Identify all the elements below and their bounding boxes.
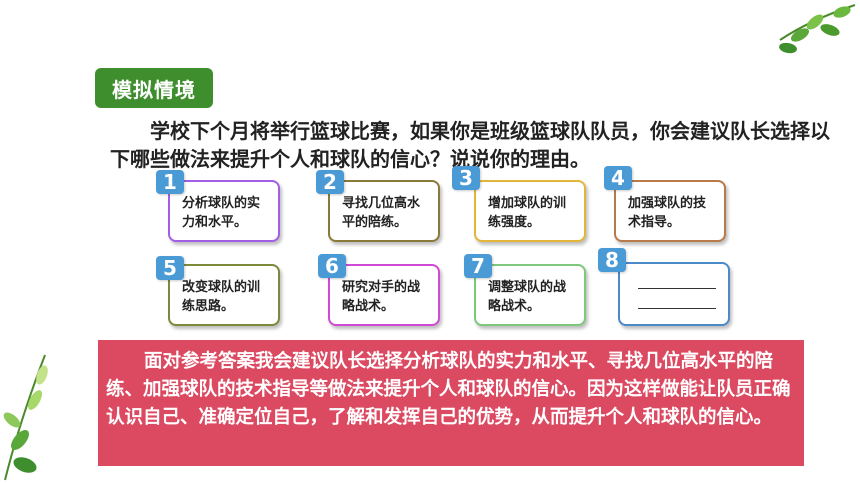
option-label: 调整球队的战略战术。 xyxy=(488,280,567,314)
option-card-2[interactable]: 寻找几位高水平的陪练。 xyxy=(328,180,440,242)
option-number-badge: 5 xyxy=(156,256,184,280)
option-label: 寻找几位高水平的陪练。 xyxy=(342,196,421,230)
section-title: 模拟情境 xyxy=(95,68,213,108)
leaf-decoration-icon xyxy=(779,4,856,54)
option-number-badge: 7 xyxy=(464,254,492,278)
option-card-3[interactable]: 增加球队的训练强度。 xyxy=(474,180,586,242)
option-card-6[interactable]: 研究对手的战略战术。 xyxy=(328,264,440,326)
option-number-badge: 3 xyxy=(452,166,480,190)
option-label: 研究对手的战略战术。 xyxy=(342,280,421,314)
option-label: 加强球队的技术指导。 xyxy=(628,196,707,230)
answer-text: 面对参考答案我会建议队长选择分析球队的实力和水平、寻找几位高水平的陪练、加强球队… xyxy=(98,340,804,466)
option-number-badge: 6 xyxy=(318,254,346,278)
option-label: 改变球队的训练思路。 xyxy=(182,280,261,314)
option-number-badge: 1 xyxy=(156,170,184,194)
blank-line xyxy=(638,308,716,309)
option-number-badge: 4 xyxy=(604,166,632,190)
blank-line xyxy=(638,288,716,289)
option-label: 增加球队的训练强度。 xyxy=(488,196,567,230)
option-number-badge: 8 xyxy=(598,248,626,272)
option-number-badge: 2 xyxy=(316,170,344,194)
question-text: 学校下个月将举行篮球比赛，如果你是班级篮球队队员，你会建议队长选择以下哪些做法来… xyxy=(110,119,830,171)
option-card-7[interactable]: 调整球队的战略战术。 xyxy=(474,264,586,326)
leaf-decoration-icon xyxy=(3,354,48,481)
option-card-4[interactable]: 加强球队的技术指导。 xyxy=(614,180,726,242)
option-card-5[interactable]: 改变球队的训练思路。 xyxy=(168,264,280,326)
option-label: 分析球队的实力和水平。 xyxy=(182,196,261,230)
option-card-8[interactable] xyxy=(618,262,730,326)
option-card-1[interactable]: 分析球队的实力和水平。 xyxy=(168,180,280,242)
